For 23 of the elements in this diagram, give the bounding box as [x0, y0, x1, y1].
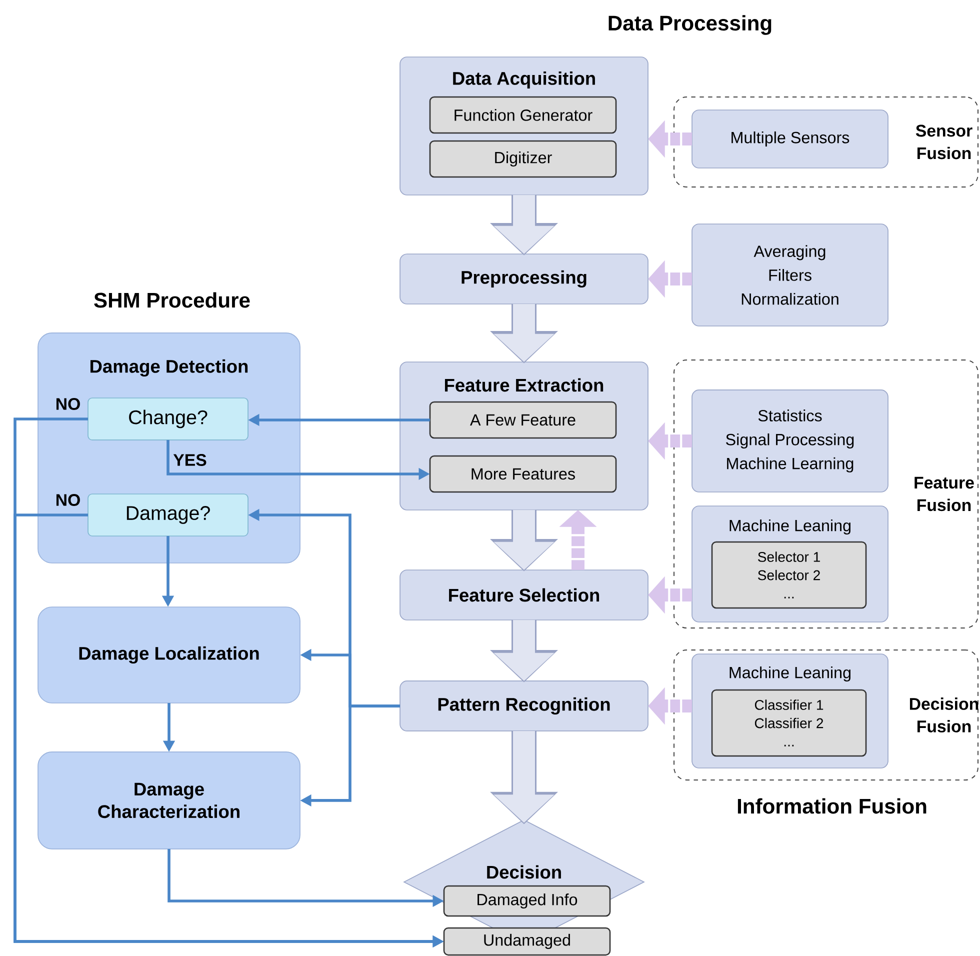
sub-box: A Few Feature: [429, 401, 617, 439]
process-box: Statistics Signal Processing Machine Learning: [692, 390, 888, 492]
sub-box: Undamaged: [443, 927, 611, 956]
edge-label: NO: [56, 398, 80, 410]
stage-box: Damage Localization: [38, 606, 300, 704]
process-box: Preprocessing: [400, 254, 648, 304]
stage-box: Damage Characterization: [38, 752, 300, 850]
heading: SHM Procedure: [94, 292, 250, 308]
process-box: Feature Selection: [400, 570, 648, 620]
sub-box: Function Generator: [429, 96, 617, 134]
decision-box: Damage?: [88, 494, 248, 536]
decision-box: Change?: [88, 398, 248, 440]
sub-box: Digitizer: [429, 140, 617, 178]
sub-box: Selector 1 Selector 2 ...: [711, 541, 867, 609]
sub-box: Classifier 1 Classifier 2 ...: [711, 689, 867, 757]
process-box: Pattern Recognition: [400, 680, 648, 732]
edge-label: NO: [56, 494, 80, 506]
heading: Data Processing: [608, 15, 772, 35]
process-box: Averaging Filters Normalization: [692, 224, 888, 326]
heading: Information Fusion: [738, 798, 926, 814]
process-box: Multiple Sensors: [692, 110, 888, 168]
sub-box: More Features: [429, 455, 617, 493]
edge-label: YES: [173, 454, 206, 466]
